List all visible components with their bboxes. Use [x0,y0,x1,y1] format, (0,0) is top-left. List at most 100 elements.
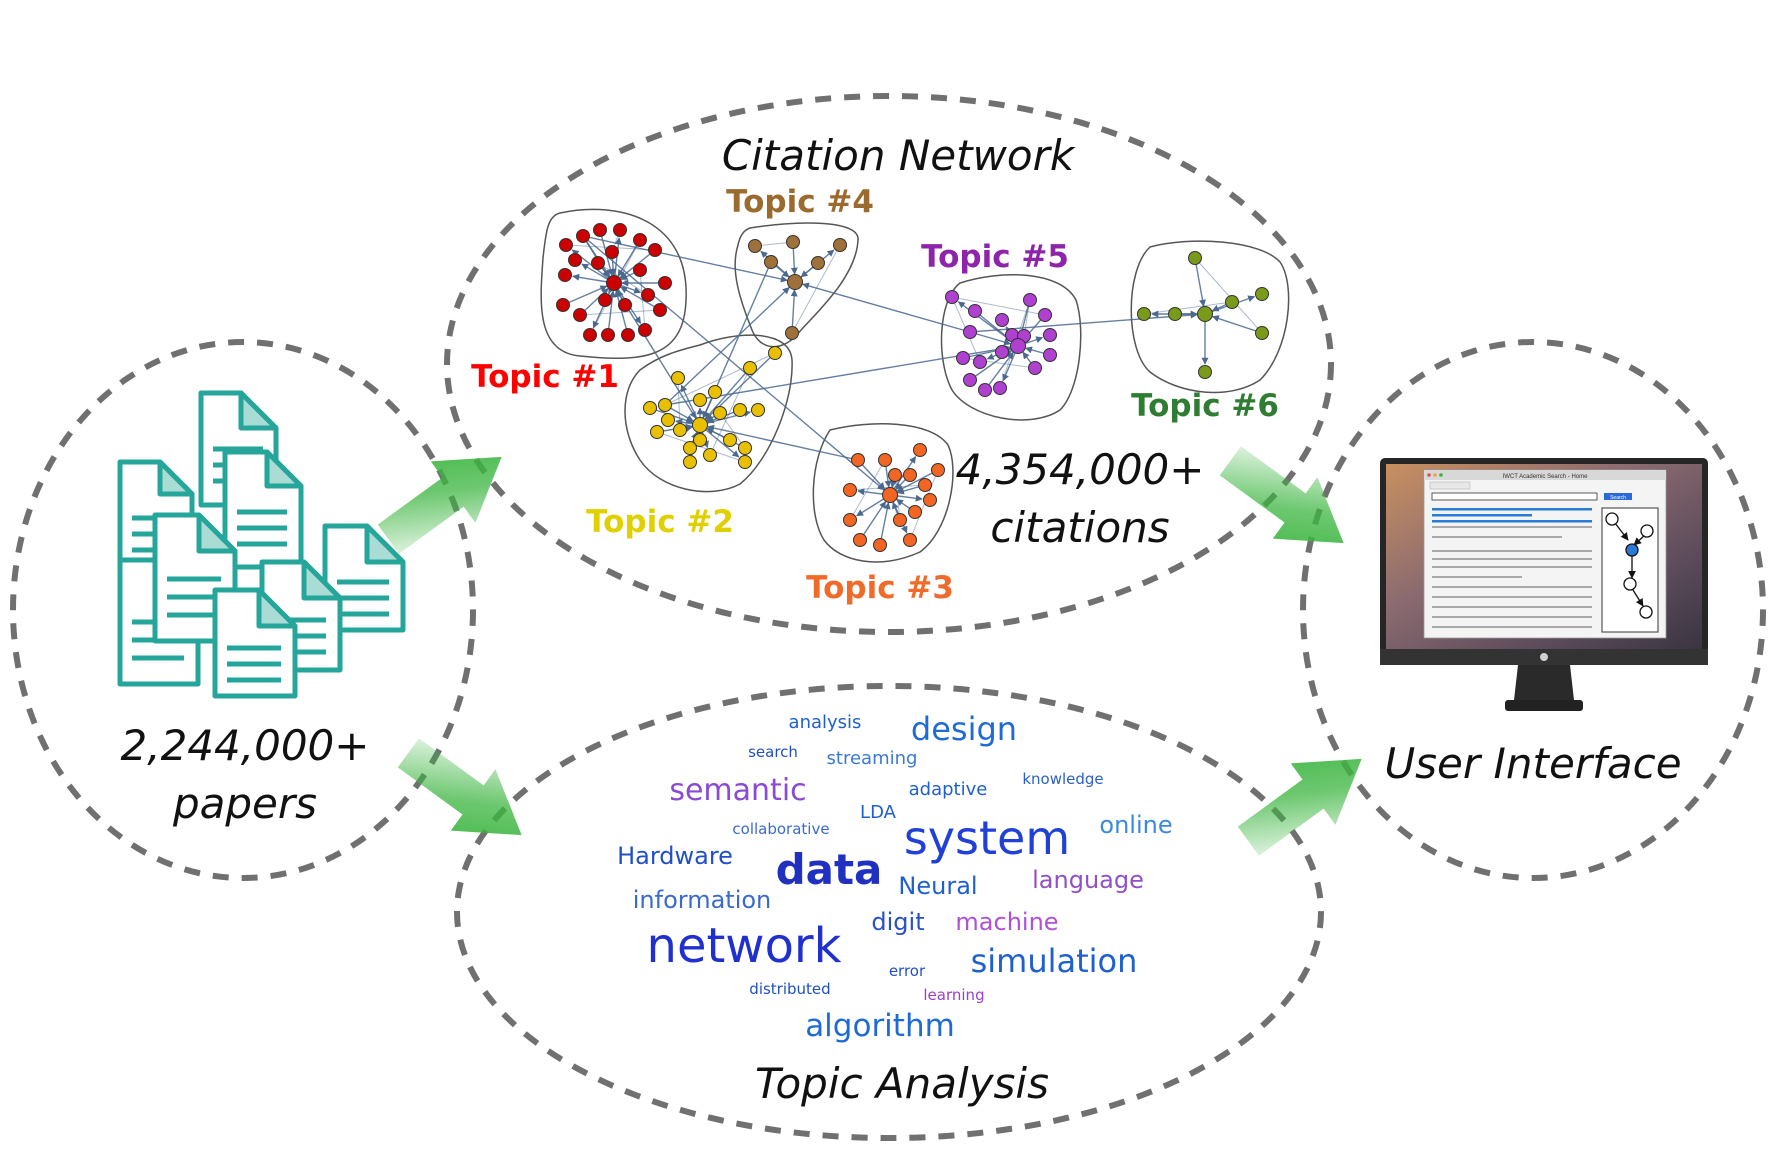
topic-5-node [973,355,987,369]
monitor-icon: IWCT Academic Search - Home Search [1380,458,1708,711]
topic-2-node [723,433,737,447]
word-error: error [889,962,926,980]
topic-6-node [1168,307,1182,321]
citation-edge [859,501,887,541]
citation-edge [1194,257,1263,334]
citation-edge [582,235,788,283]
topic-2-hull [624,334,793,493]
word-distributed: distributed [749,980,830,998]
citation-network-dashed-outline [444,93,1334,635]
citation-edge [677,377,681,431]
topic-1-node [593,223,607,237]
citation-edge [614,290,629,336]
topic-2-node [683,441,697,455]
topic-2-node [738,455,752,469]
topic-5-node [1028,361,1042,375]
topic-5-node [1043,328,1057,342]
topic-3-node [903,533,917,547]
topic-6-hull [1130,240,1290,394]
citation-edge [656,431,746,463]
topic-1-node [568,253,582,267]
topic-5-node [945,290,959,304]
topic-2-node [738,441,752,455]
topic-4-node [786,235,800,249]
topic-1-node [606,275,622,291]
citation-edge [664,344,1011,406]
topic-2-node [751,403,765,417]
topic-3-node [843,483,857,497]
topic-3-node [843,513,857,527]
topic-cluster-hulls [540,208,1290,563]
user-interface-title: User Interface [1384,739,1681,788]
topic-4-node [811,256,825,270]
citation-edge [791,244,841,334]
word-information: information [633,886,772,914]
topic-1-node [573,308,587,322]
citation-edge [562,285,608,306]
topic-6-node [1137,307,1151,321]
topic-2-node [693,433,707,447]
topic-3-node [908,505,922,519]
topic-3-node [893,513,907,527]
topic-2-node [692,417,708,433]
word-knowledge: knowledge [1022,770,1103,788]
citation-edge [1211,315,1263,334]
topic-6-node [1255,326,1269,340]
word-online: online [1099,811,1172,839]
citation-edge [699,424,740,458]
citation-edge [607,290,616,336]
topic-1-node [653,303,667,317]
topic-5-node [1038,308,1052,322]
citation-edges [562,229,1263,546]
word-data: data [776,845,883,894]
topic-3-node [923,493,937,507]
topic-1-node [658,276,672,290]
topic-6-node [1198,365,1212,379]
topic-1-node [598,293,612,307]
citation-edge [597,262,649,296]
topic-1-node [633,263,647,277]
topic-4-label: Topic #4 [726,184,874,220]
word-analysis: analysis [789,712,862,733]
topic-3-node [888,468,902,482]
topic-1-node [641,288,655,302]
papers-label: papers [172,779,317,828]
word-semantic: semantic [669,773,806,808]
topic-word-cloud: analysis design search streaming semanti… [617,710,1173,1044]
arrow-citation-to-ui [1219,446,1344,544]
topic-1-node [558,268,572,282]
topic-2-node [733,403,747,417]
topic-1-node [556,298,570,312]
topic-3-node [878,453,892,467]
topic-5-node [963,325,977,339]
citation-network-title: Citation Network [722,131,1076,180]
topic-3-node [853,533,867,547]
papers-count: 2,244,000+ [121,721,370,770]
citation-edge [790,289,798,334]
topic-5-node [968,304,982,318]
topic-3-node [931,463,945,477]
topic-6-node [1255,287,1269,301]
topic-1-hull [540,208,687,360]
topic-2-node [673,423,687,437]
topic-4-node [764,255,778,269]
topic-5-hull [940,274,1082,421]
topic-2-node [661,413,675,427]
citation-edge [1143,301,1233,315]
citation-edge [984,351,1014,391]
topic-3-node [873,538,887,552]
citation-edge [639,269,646,331]
word-simulation: simulation [971,942,1138,980]
word-collaborative: collaborative [732,820,829,838]
citation-edge [719,412,746,449]
topic-2-node [708,385,722,399]
word-adaptive: adaptive [909,779,988,800]
citation-edge [620,286,661,311]
topic-1-node [605,245,619,259]
citation-edge [617,239,641,277]
topic-2-node [658,398,672,412]
citations-count: 4,354,000+ [956,445,1205,494]
topic-1-node [648,243,662,257]
topic-5-node [956,351,970,365]
topic-4-node [787,274,803,290]
